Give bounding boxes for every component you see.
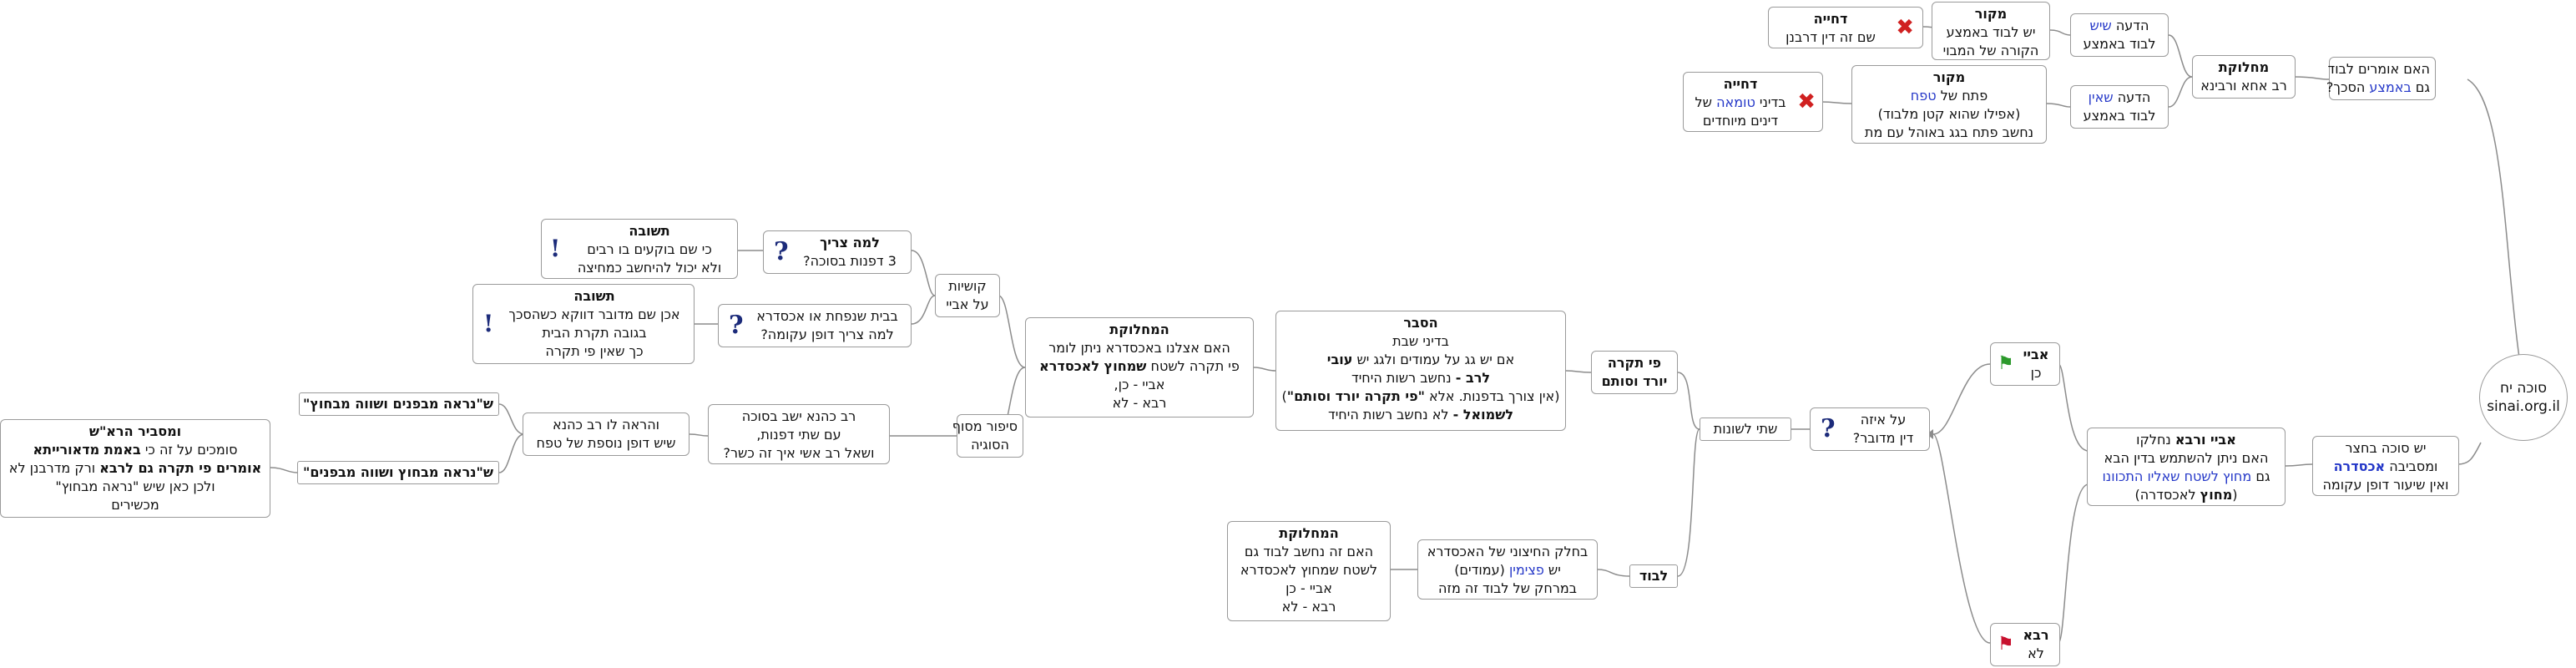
node-levud[interactable]: לבוד: [1629, 564, 1678, 588]
node-reject-2[interactable]: ✖ דחייה בדיני טומאה של דינים מיוחדים: [1683, 72, 1823, 132]
node-rava[interactable]: ⚑ רבא לא: [1990, 623, 2060, 666]
node-opinion-no[interactable]: הדעה שאין לבוד באמצע: [2070, 85, 2169, 129]
red-flag-icon: ⚑: [1998, 634, 2014, 655]
question-mark-icon: ?: [1821, 414, 1836, 443]
node-why-three-walls[interactable]: ? למה צריך 3 דפנות בסוכה?: [763, 230, 912, 274]
node-qushiyot[interactable]: קושיות על אביי: [935, 274, 1000, 317]
node-bayit-nifchat[interactable]: ? בבית שנפחת או אכסדרא למה צריך דופן עקו…: [718, 304, 912, 347]
node-dispute-mid[interactable]: המחלוקת האם אצלנו באכסדרא ניתן לומר פי ת…: [1025, 317, 1254, 418]
root-node[interactable]: סוכה יח sinai.org.il: [2479, 354, 2568, 441]
node-question-levud-middle[interactable]: האם אומרים לבוד גם באמצע הסכך?: [2326, 57, 2436, 100]
node-dispute-low[interactable]: המחלוקת האם זה נחשב לבוד גם לשטח שמחוץ ל…: [1227, 521, 1391, 621]
green-flag-icon: ⚑: [1998, 353, 2014, 374]
red-x-icon: ✖: [1896, 15, 1914, 40]
root-title: סוכה יח: [2499, 380, 2548, 397]
red-x-icon: ✖: [1797, 89, 1816, 114]
node-abaye-rava-debate[interactable]: אביי ורבא נחלקו האם ניתן להשתמש בדין הבא…: [2087, 428, 2286, 506]
question-mark-icon: ?: [774, 237, 789, 266]
node-rav-kahana[interactable]: רב כהנא ישב בסוכה עם שתי דפנות, ושאל רב …: [708, 404, 890, 464]
node-outer-part[interactable]: בחלק החיצוני של האכסדרא יש פצימין (עמודי…: [1417, 539, 1598, 600]
node-two-versions[interactable]: שתי לשונות: [1700, 418, 1791, 441]
node-opinion-yes[interactable]: הדעה שיש לבוד באמצע: [2070, 13, 2169, 57]
node-story-end[interactable]: סיפור מסוף הסוגיה: [952, 414, 1023, 458]
node-reject-1[interactable]: ✖ דחייה שם זה דין דרבנן: [1768, 7, 1923, 48]
exclamation-icon: !: [483, 310, 494, 337]
exclamation-icon: !: [550, 235, 561, 262]
node-rosh-explains[interactable]: ומסביר הרא"ש סומכים על זה כי באמת מדאורי…: [0, 419, 270, 518]
question-mark-icon: ?: [729, 311, 744, 340]
node-answer-1[interactable]: ! תשובה כי שם בוקעים בו רבים ולא יכול לה…: [541, 219, 738, 279]
node-dispute-rav-aha[interactable]: מחלוקת רב אחא ורבינא: [2192, 55, 2296, 99]
node-sukkah-courtyard[interactable]: יש סוכה בחצר ומסביבה אכסדרה ואין שיעור ד…: [2312, 436, 2459, 496]
node-which-law[interactable]: ? על איזה דין מדובר?: [1810, 407, 1930, 451]
node-explanation[interactable]: הסבר בדיני שבת אם יש גג על עמודים ולגג י…: [1275, 311, 1566, 431]
node-source-1[interactable]: מקור יש לבוד באמצע הקורה של המבוי: [1932, 2, 2050, 60]
node-seen-inside[interactable]: ש"נראה מבפנים ושווה מבחוץ": [299, 392, 499, 416]
node-source-2[interactable]: מקור פתח של טפח (אפילו שהוא קטן מלבוד) נ…: [1851, 65, 2047, 144]
node-showed-wall[interactable]: והראה לו רב כהנא שיש דופן נוספת של טפח: [523, 412, 689, 456]
node-answer-2[interactable]: ! תשובה אכן שם מדובר דווקא כשהסכך בגובה …: [472, 284, 695, 364]
node-pi-tikra[interactable]: פי תקרה יורד וסותם: [1591, 351, 1678, 394]
root-site: sinai.org.il: [2487, 398, 2560, 415]
node-abaye[interactable]: ⚑ אביי כן: [1990, 342, 2060, 386]
node-seen-outside[interactable]: ש"נראה מבחוץ ושווה מבפנים": [297, 461, 499, 484]
